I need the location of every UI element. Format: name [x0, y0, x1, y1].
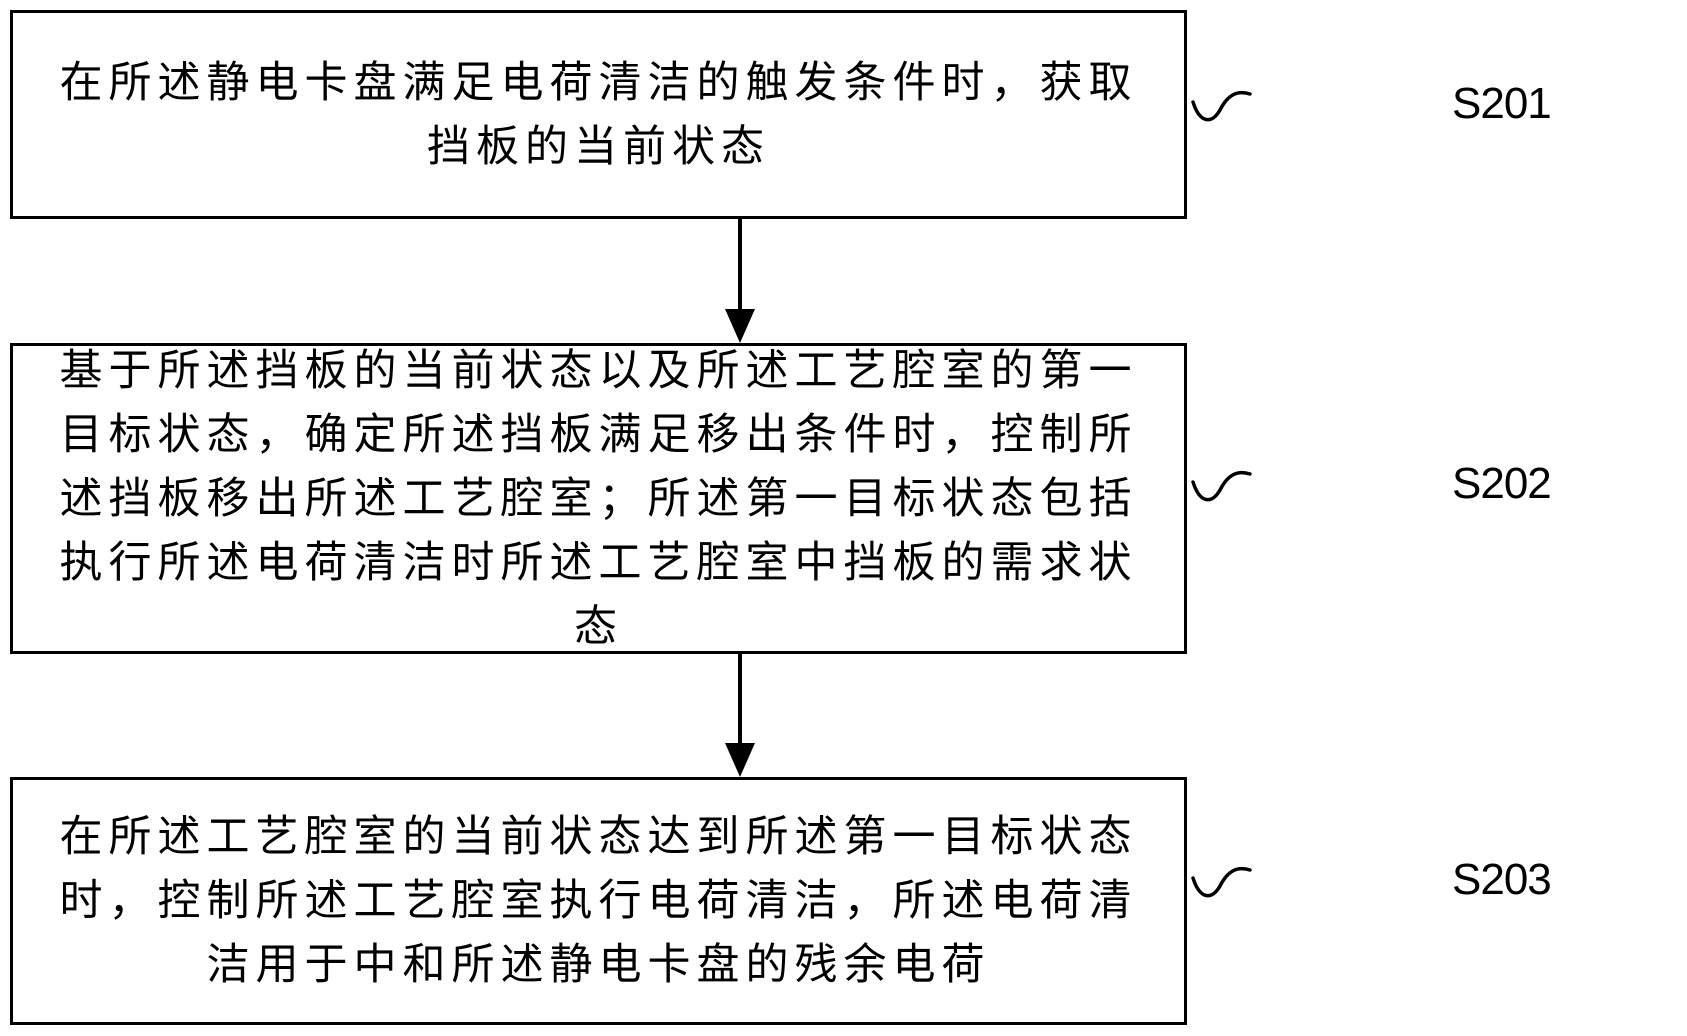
step-id-s203: S203: [1452, 855, 1552, 904]
step-box-s201: 在所述静电卡盘满足电荷清洁的触发条件时，获取挡板的当前状态: [10, 10, 1187, 219]
arrow-shaft: [738, 654, 742, 754]
step-text-s203: 在所述工艺腔室的当前状态达到所述第一目标状态时，控制所述工艺腔室执行电荷清洁，所…: [59, 812, 1138, 990]
step-box-s203: 在所述工艺腔室的当前状态达到所述第一目标状态时，控制所述工艺腔室执行电荷清洁，所…: [10, 777, 1187, 1025]
squiggle-connector-icon: [1191, 866, 1252, 898]
arrow-shaft: [738, 219, 742, 319]
step-id-s202: S202: [1452, 459, 1552, 508]
step-box-s202: 基于所述挡板的当前状态以及所述工艺腔室的第一目标状态，确定所述挡板满足移出条件时…: [10, 343, 1187, 654]
flow-arrow-s201-to-s202: [725, 219, 755, 343]
flow-arrow-s202-to-s203: [725, 654, 755, 777]
step-label-s201: S201: [1190, 72, 1687, 142]
step-text-s202: 基于所述挡板的当前状态以及所述工艺腔室的第一目标状态，确定所述挡板满足移出条件时…: [59, 345, 1138, 652]
squiggle-connector-icon: [1191, 90, 1252, 122]
arrow-down-icon: [725, 743, 755, 777]
arrow-down-icon: [725, 309, 755, 343]
step-label-s203: S203: [1190, 848, 1687, 918]
step-label-s202: S202: [1190, 452, 1687, 522]
step-id-s201: S201: [1452, 79, 1552, 128]
step-text-s201: 在所述静电卡盘满足电荷清洁的触发条件时，获取挡板的当前状态: [59, 57, 1138, 172]
squiggle-connector-icon: [1191, 470, 1252, 502]
